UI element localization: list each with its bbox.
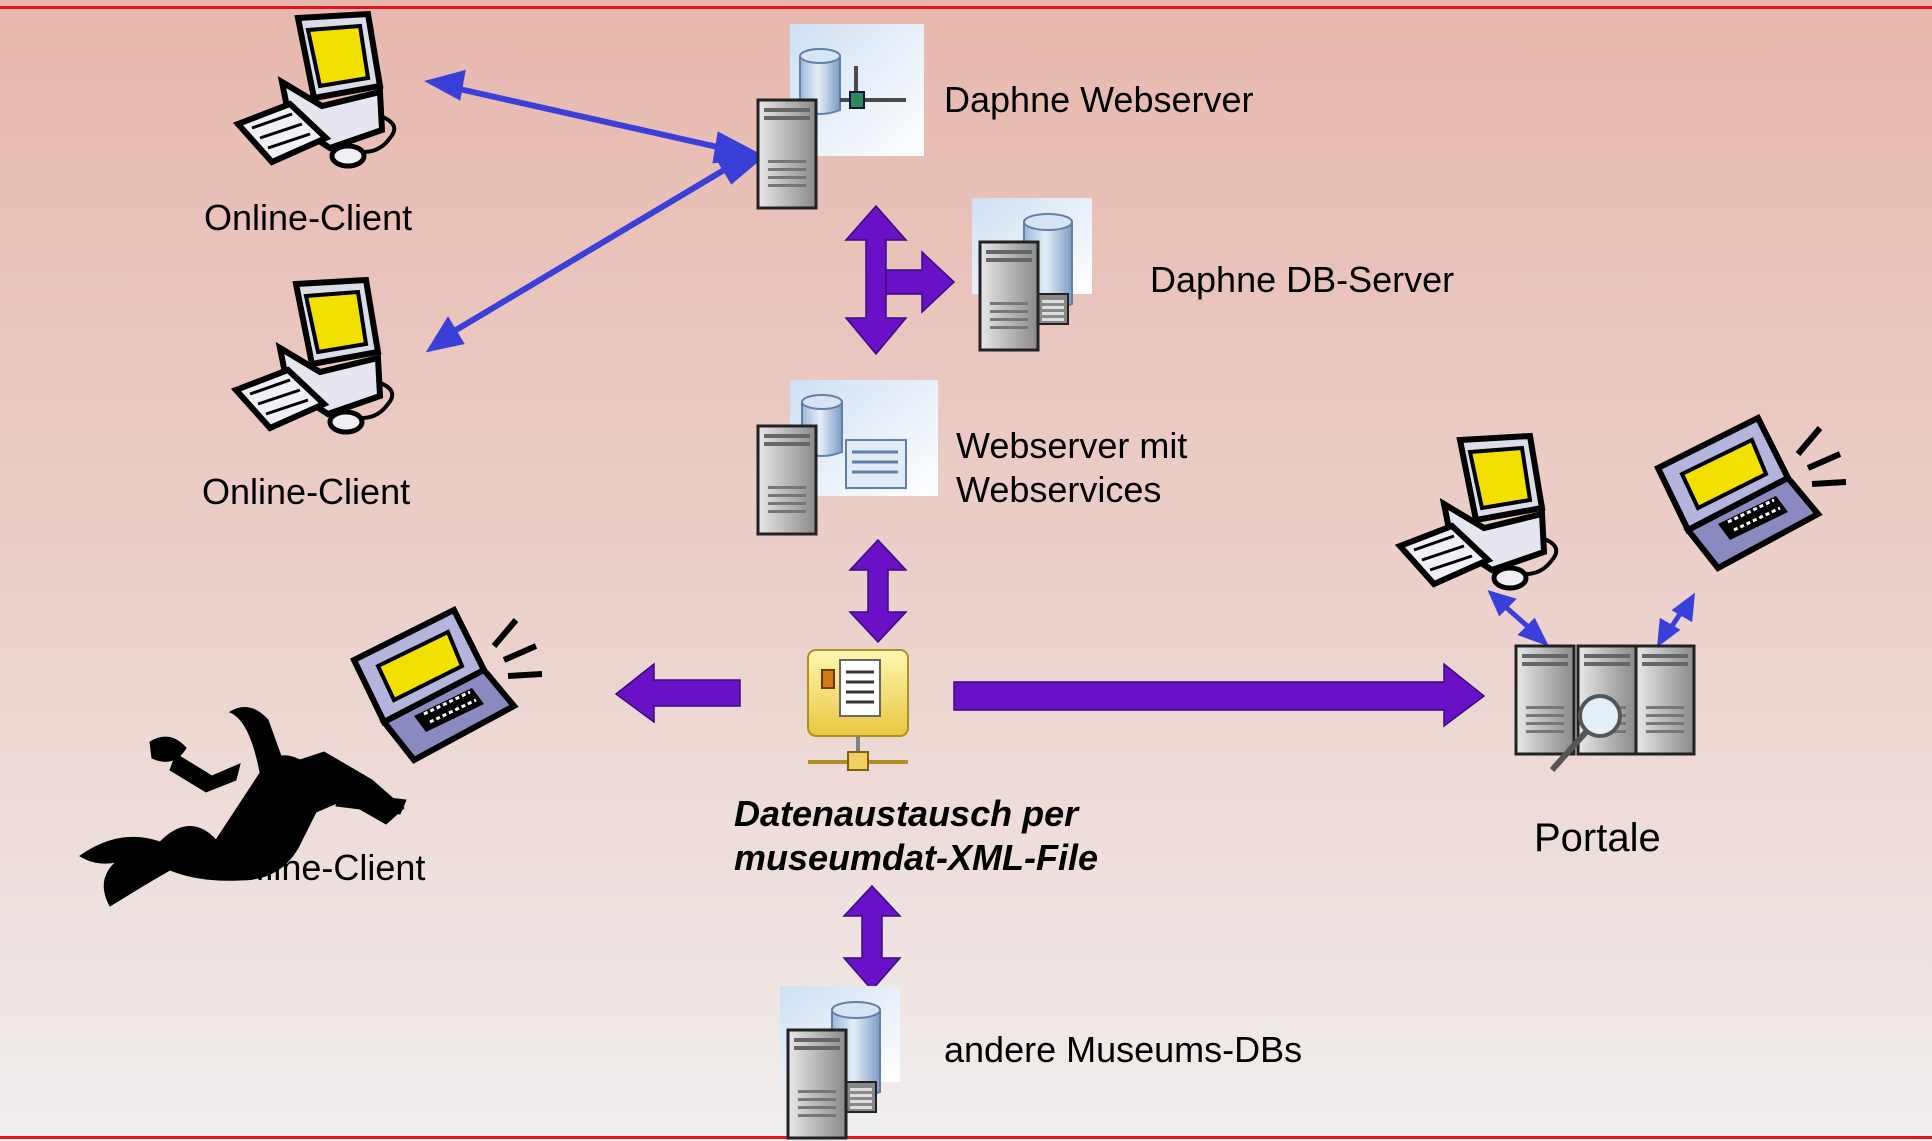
top-frame-line	[0, 6, 1932, 9]
label-online-client-2: Online-Client	[202, 471, 411, 512]
label-portale: Portale	[1534, 816, 1661, 860]
search-icon	[1578, 694, 1622, 738]
label-exchange-line1: Datenaustausch per	[734, 793, 1079, 834]
portal-desktop-icon	[1400, 436, 1556, 588]
xml-file-icon	[807, 649, 909, 771]
label-webserver-line1: Webserver mit	[956, 425, 1188, 466]
label-daphne-db-server: Daphne DB-Server	[1150, 259, 1455, 300]
label-exchange-line2: museumdat-XML-File	[734, 837, 1099, 878]
online-client-1-desktop-icon	[238, 14, 394, 166]
daphne-webserver-icon	[756, 24, 924, 210]
portal-servers-icon	[1514, 644, 1696, 773]
bottom-frame-line	[0, 1136, 1932, 1139]
online-client-2-desktop-icon	[236, 280, 392, 432]
label-daphne-webserver: Daphne Webserver	[944, 79, 1254, 120]
portal-client-arrows	[1487, 590, 1696, 648]
label-other-museum-dbs: andere Museums-DBs	[944, 1029, 1303, 1070]
webservices-server-icon	[756, 380, 938, 536]
portal-laptop-icon	[1658, 418, 1846, 568]
label-online-client-1: Online-Client	[204, 197, 413, 238]
daphne-db-server-icon	[972, 198, 1092, 350]
label-webserver-line2: Webservices	[956, 469, 1162, 510]
label-offline-client: Offline-Client	[218, 847, 426, 888]
data-flow-arrows	[614, 204, 1486, 992]
running-person-icon	[79, 707, 407, 907]
offline-client-laptop-icon	[354, 610, 542, 760]
client-connection-arrows	[423, 69, 769, 353]
other-museum-db-icon	[780, 986, 900, 1138]
